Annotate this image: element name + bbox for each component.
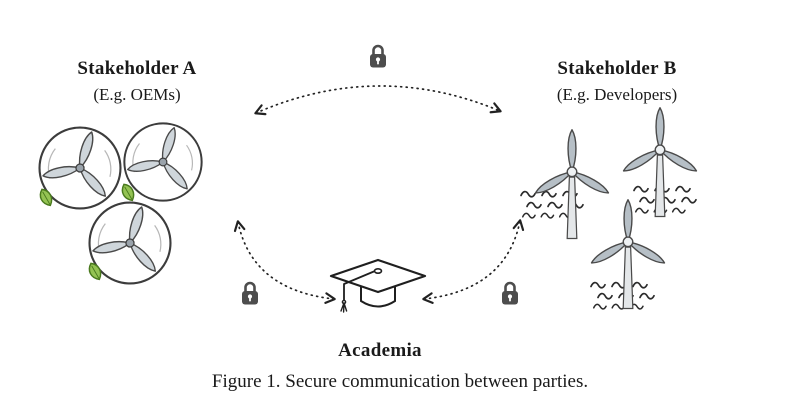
offshore-wind-turbine-icon [532, 129, 612, 240]
padlock-icon-left [240, 281, 260, 306]
stakeholder-a-turbines [36, 120, 205, 285]
stakeholder-a-node: Stakeholder A (E.g. OEMs) [77, 58, 196, 105]
academia-title: Academia [338, 340, 422, 361]
enclosed-wind-turbine-icon [123, 120, 205, 202]
enclosed-wind-turbine-icon [88, 199, 174, 285]
academia-node: Academia [338, 340, 422, 362]
figure-caption: Figure 1. Secure communication between p… [211, 371, 589, 392]
padlock-icon-top [368, 44, 388, 69]
graduation-cap-icon [329, 258, 427, 313]
arrow-stakeholderA-academia [233, 220, 336, 304]
padlock-icon-right [500, 281, 520, 306]
stakeholder-a-title: Stakeholder A [77, 58, 197, 79]
arrow-academia-stakeholderB [422, 219, 525, 304]
stakeholder-b-node: Stakeholder B (E.g. Developers) [557, 58, 677, 105]
enclosed-wind-turbine-icon [38, 124, 124, 210]
stakeholder-b-subtitle: (E.g. Developers) [556, 85, 678, 104]
water-waves-icon [520, 185, 697, 310]
offshore-wind-turbine-icon [620, 107, 700, 218]
arrow-stakeholderA-stakeholderB [254, 85, 502, 116]
stakeholder-a-subtitle: (E.g. OEMs) [93, 85, 181, 104]
stakeholder-b-title: Stakeholder B [557, 58, 677, 79]
